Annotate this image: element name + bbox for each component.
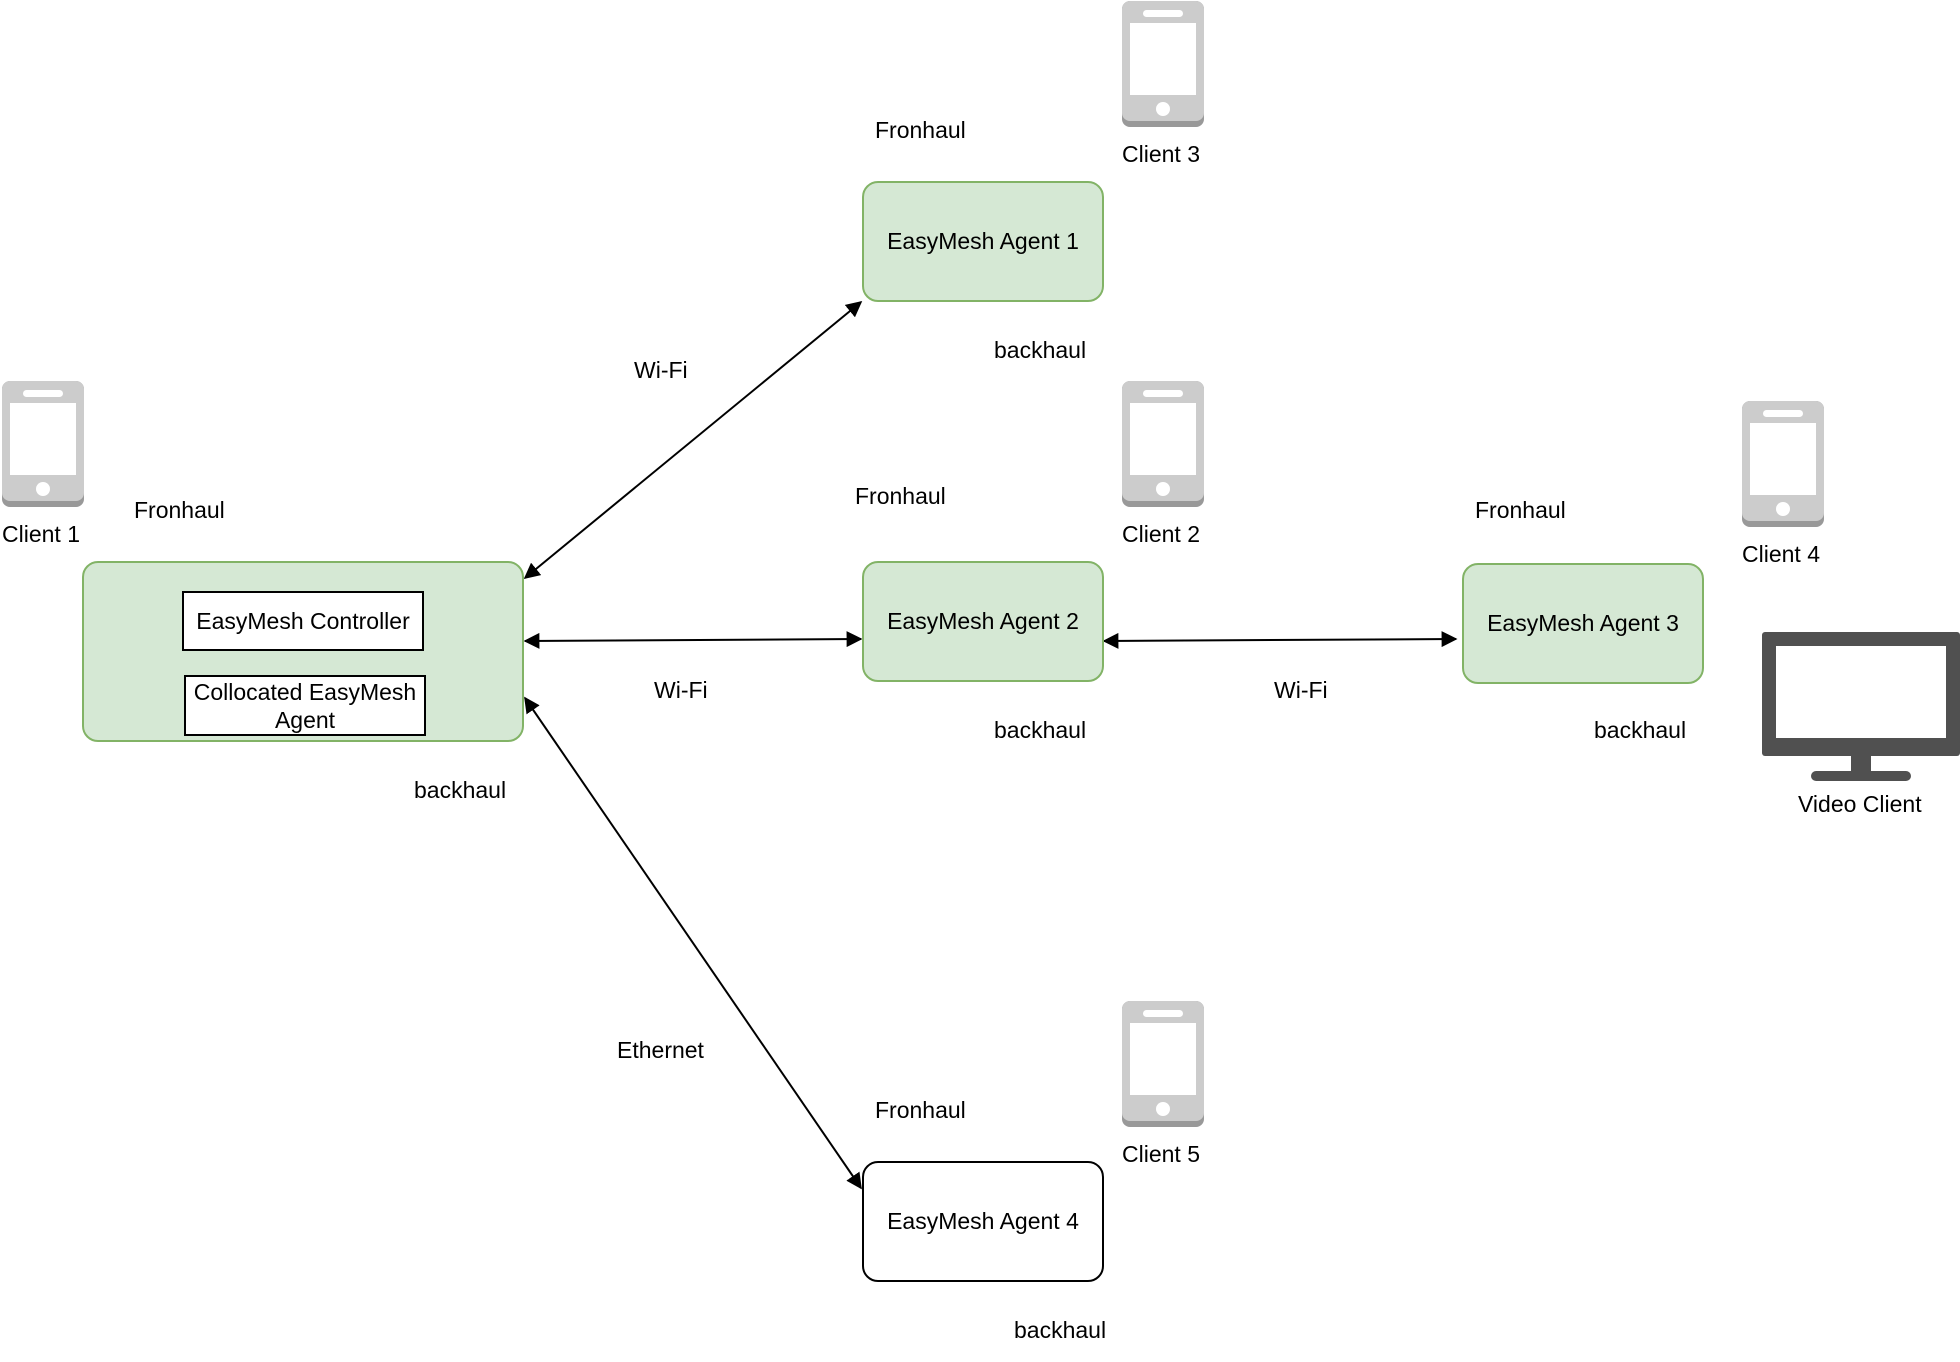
client2-smartphone-icon	[1122, 381, 1204, 507]
fronthaul-label-agent3: Fronhaul	[1475, 497, 1566, 523]
wifi-label-agent1: Wi-Fi	[634, 357, 688, 383]
wifi-label-agent2: Wi-Fi	[654, 677, 708, 703]
client1-smartphone-icon	[2, 381, 84, 507]
agent4-node[interactable]: EasyMesh Agent 4	[862, 1161, 1104, 1282]
backhaul-label-agent3: backhaul	[1594, 717, 1687, 743]
link-controller-agent2	[523, 631, 863, 649]
link-agent2-agent3	[1102, 631, 1458, 649]
fronthaul-label-agent2: Fronhaul	[855, 483, 946, 509]
backhaul-label-agent1: backhaul	[994, 337, 1087, 363]
fronthaul-label-agent1: Fronhaul	[875, 117, 966, 143]
backhaul-label-controller: backhaul	[414, 777, 507, 803]
agent2-node[interactable]: EasyMesh Agent 2	[862, 561, 1104, 682]
client2-label: Client 2	[1122, 521, 1200, 547]
client5-label: Client 5	[1122, 1141, 1200, 1167]
fronthaul-label-agent4: Fronhaul	[875, 1097, 966, 1123]
video-client-label: Video Client	[1798, 791, 1922, 817]
agent1-node[interactable]: EasyMesh Agent 1	[862, 181, 1104, 302]
client1-label: Client 1	[2, 521, 80, 547]
client5-smartphone-icon	[1122, 1001, 1204, 1127]
client3-smartphone-icon	[1122, 1, 1204, 127]
link-controller-agent1	[523, 300, 863, 580]
fronthaul-label-controller: Fronhaul	[134, 497, 225, 523]
wifi-label-agent3: Wi-Fi	[1274, 677, 1328, 703]
backhaul-label-agent4: backhaul	[1014, 1317, 1107, 1343]
video-client-monitor-icon	[1762, 632, 1960, 781]
link-controller-agent4	[524, 696, 862, 1190]
collocated-agent-box[interactable]: Collocated EasyMesh Agent	[184, 675, 426, 736]
client3-label: Client 3	[1122, 141, 1200, 167]
agent3-node[interactable]: EasyMesh Agent 3	[1462, 563, 1704, 684]
client4-label: Client 4	[1742, 541, 1820, 567]
ethernet-label: Ethernet	[617, 1037, 704, 1063]
backhaul-label-agent2: backhaul	[994, 717, 1087, 743]
easymesh-controller-box[interactable]: EasyMesh Controller	[182, 591, 424, 651]
client4-smartphone-icon	[1742, 401, 1824, 527]
